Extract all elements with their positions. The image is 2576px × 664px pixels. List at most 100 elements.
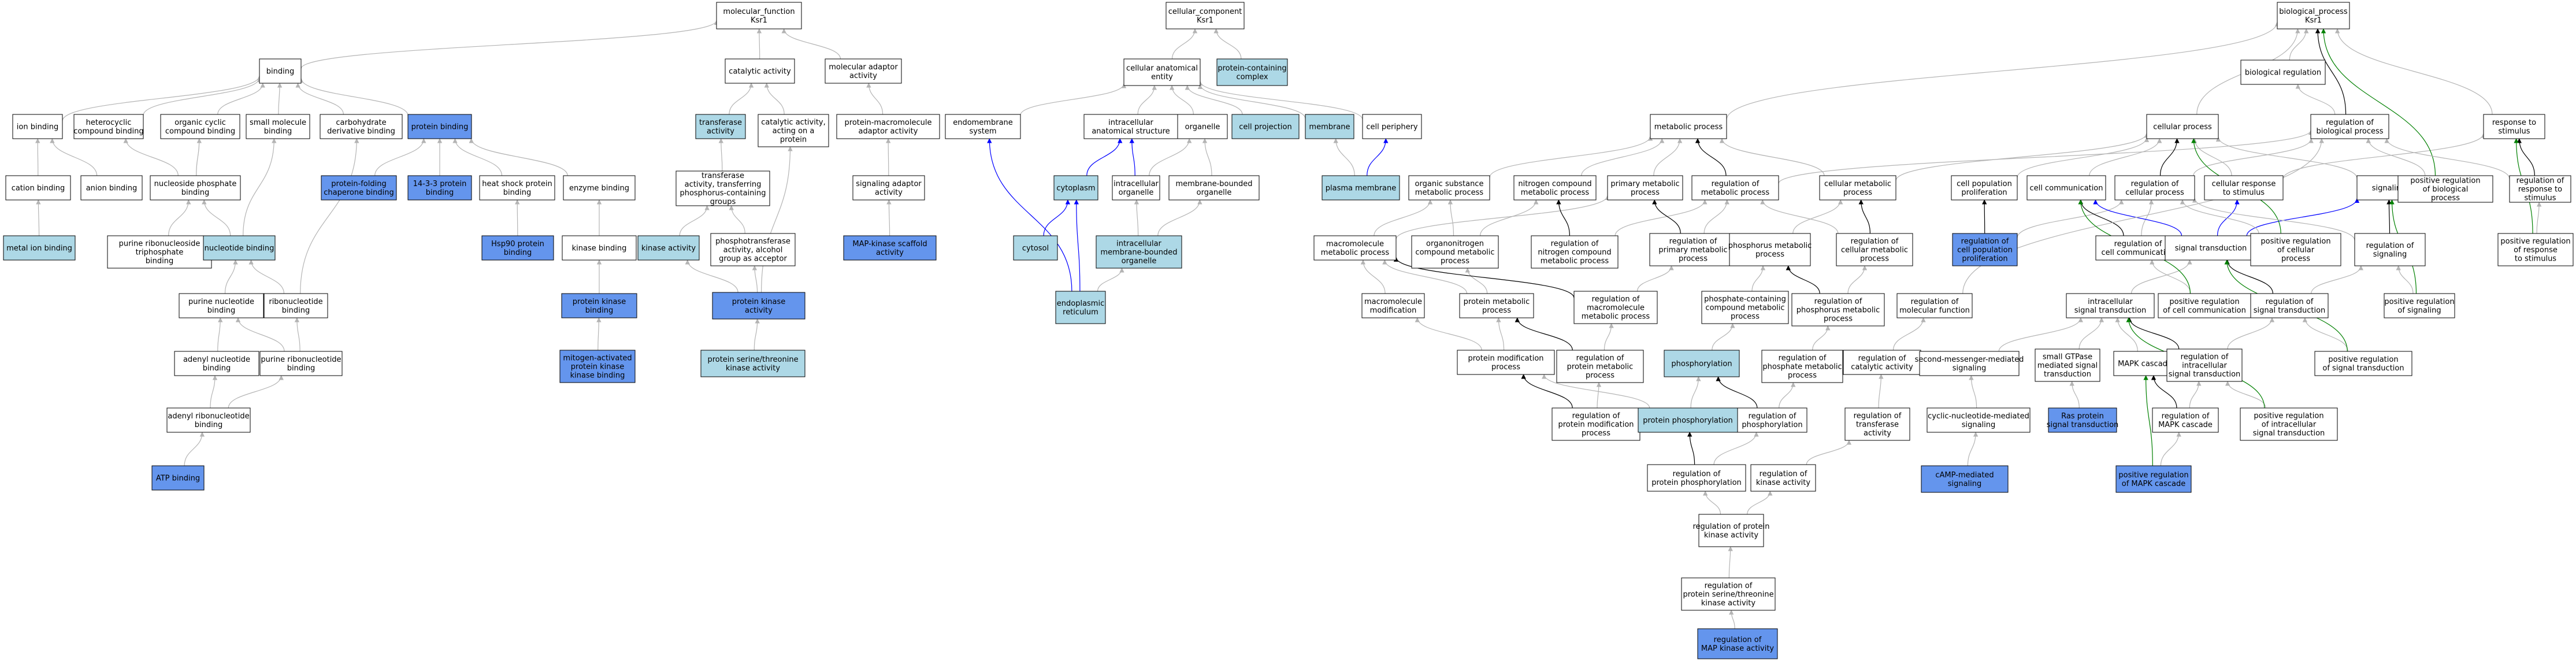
- go-term-node-protphos[interactable]: protein phosphorylation: [1638, 407, 1738, 433]
- go-term-node-membrane[interactable]: membrane: [1305, 114, 1354, 139]
- go-term-node-organelle[interactable]: organelle: [1177, 114, 1228, 139]
- go-term-node-protb[interactable]: protein binding: [407, 114, 472, 139]
- go-term-node-mapkc[interactable]: MAPK cascade: [2113, 351, 2177, 376]
- go-term-node-phosph[interactable]: phosphorylation: [1664, 350, 1740, 377]
- go-term-node-metproc[interactable]: metabolic process: [1650, 114, 1727, 139]
- go-term-node-cellproc[interactable]: cellular process: [2146, 114, 2219, 139]
- go-term-node-bioreg[interactable]: biological regulation: [2240, 60, 2326, 85]
- go-term-node-catact[interactable]: catalytic activity: [725, 58, 795, 84]
- go-term-node-binding[interactable]: binding: [259, 58, 302, 84]
- go-term-node-enzb[interactable]: enzyme binding: [563, 175, 636, 201]
- go-term-node-cytoplasm[interactable]: cytoplasm: [1053, 175, 1098, 201]
- go-term-node-plasmam[interactable]: plasma membrane: [1322, 175, 1400, 201]
- go-term-node-kinact[interactable]: kinase activity: [637, 235, 700, 261]
- go-term-node-cationb[interactable]: cation binding: [5, 175, 71, 201]
- go-term-node-atpb[interactable]: ATP binding: [151, 465, 205, 491]
- go-term-node-ionb[interactable]: ion binding: [12, 114, 63, 139]
- go-term-node-anionb[interactable]: anion binding: [80, 175, 143, 201]
- go-term-node-cytosol[interactable]: cytosol: [1013, 235, 1058, 261]
- go-term-node-cellcom[interactable]: cell communication: [2026, 175, 2106, 201]
- go-term-node-nucb[interactable]: nucleotide binding: [203, 235, 276, 261]
- go-term-node-cellproj[interactable]: cell projection: [1231, 114, 1300, 139]
- go-term-node-metion[interactable]: metal ion binding: [3, 235, 76, 261]
- go-term-node-cellper[interactable]: cell periphery: [1362, 114, 1422, 139]
